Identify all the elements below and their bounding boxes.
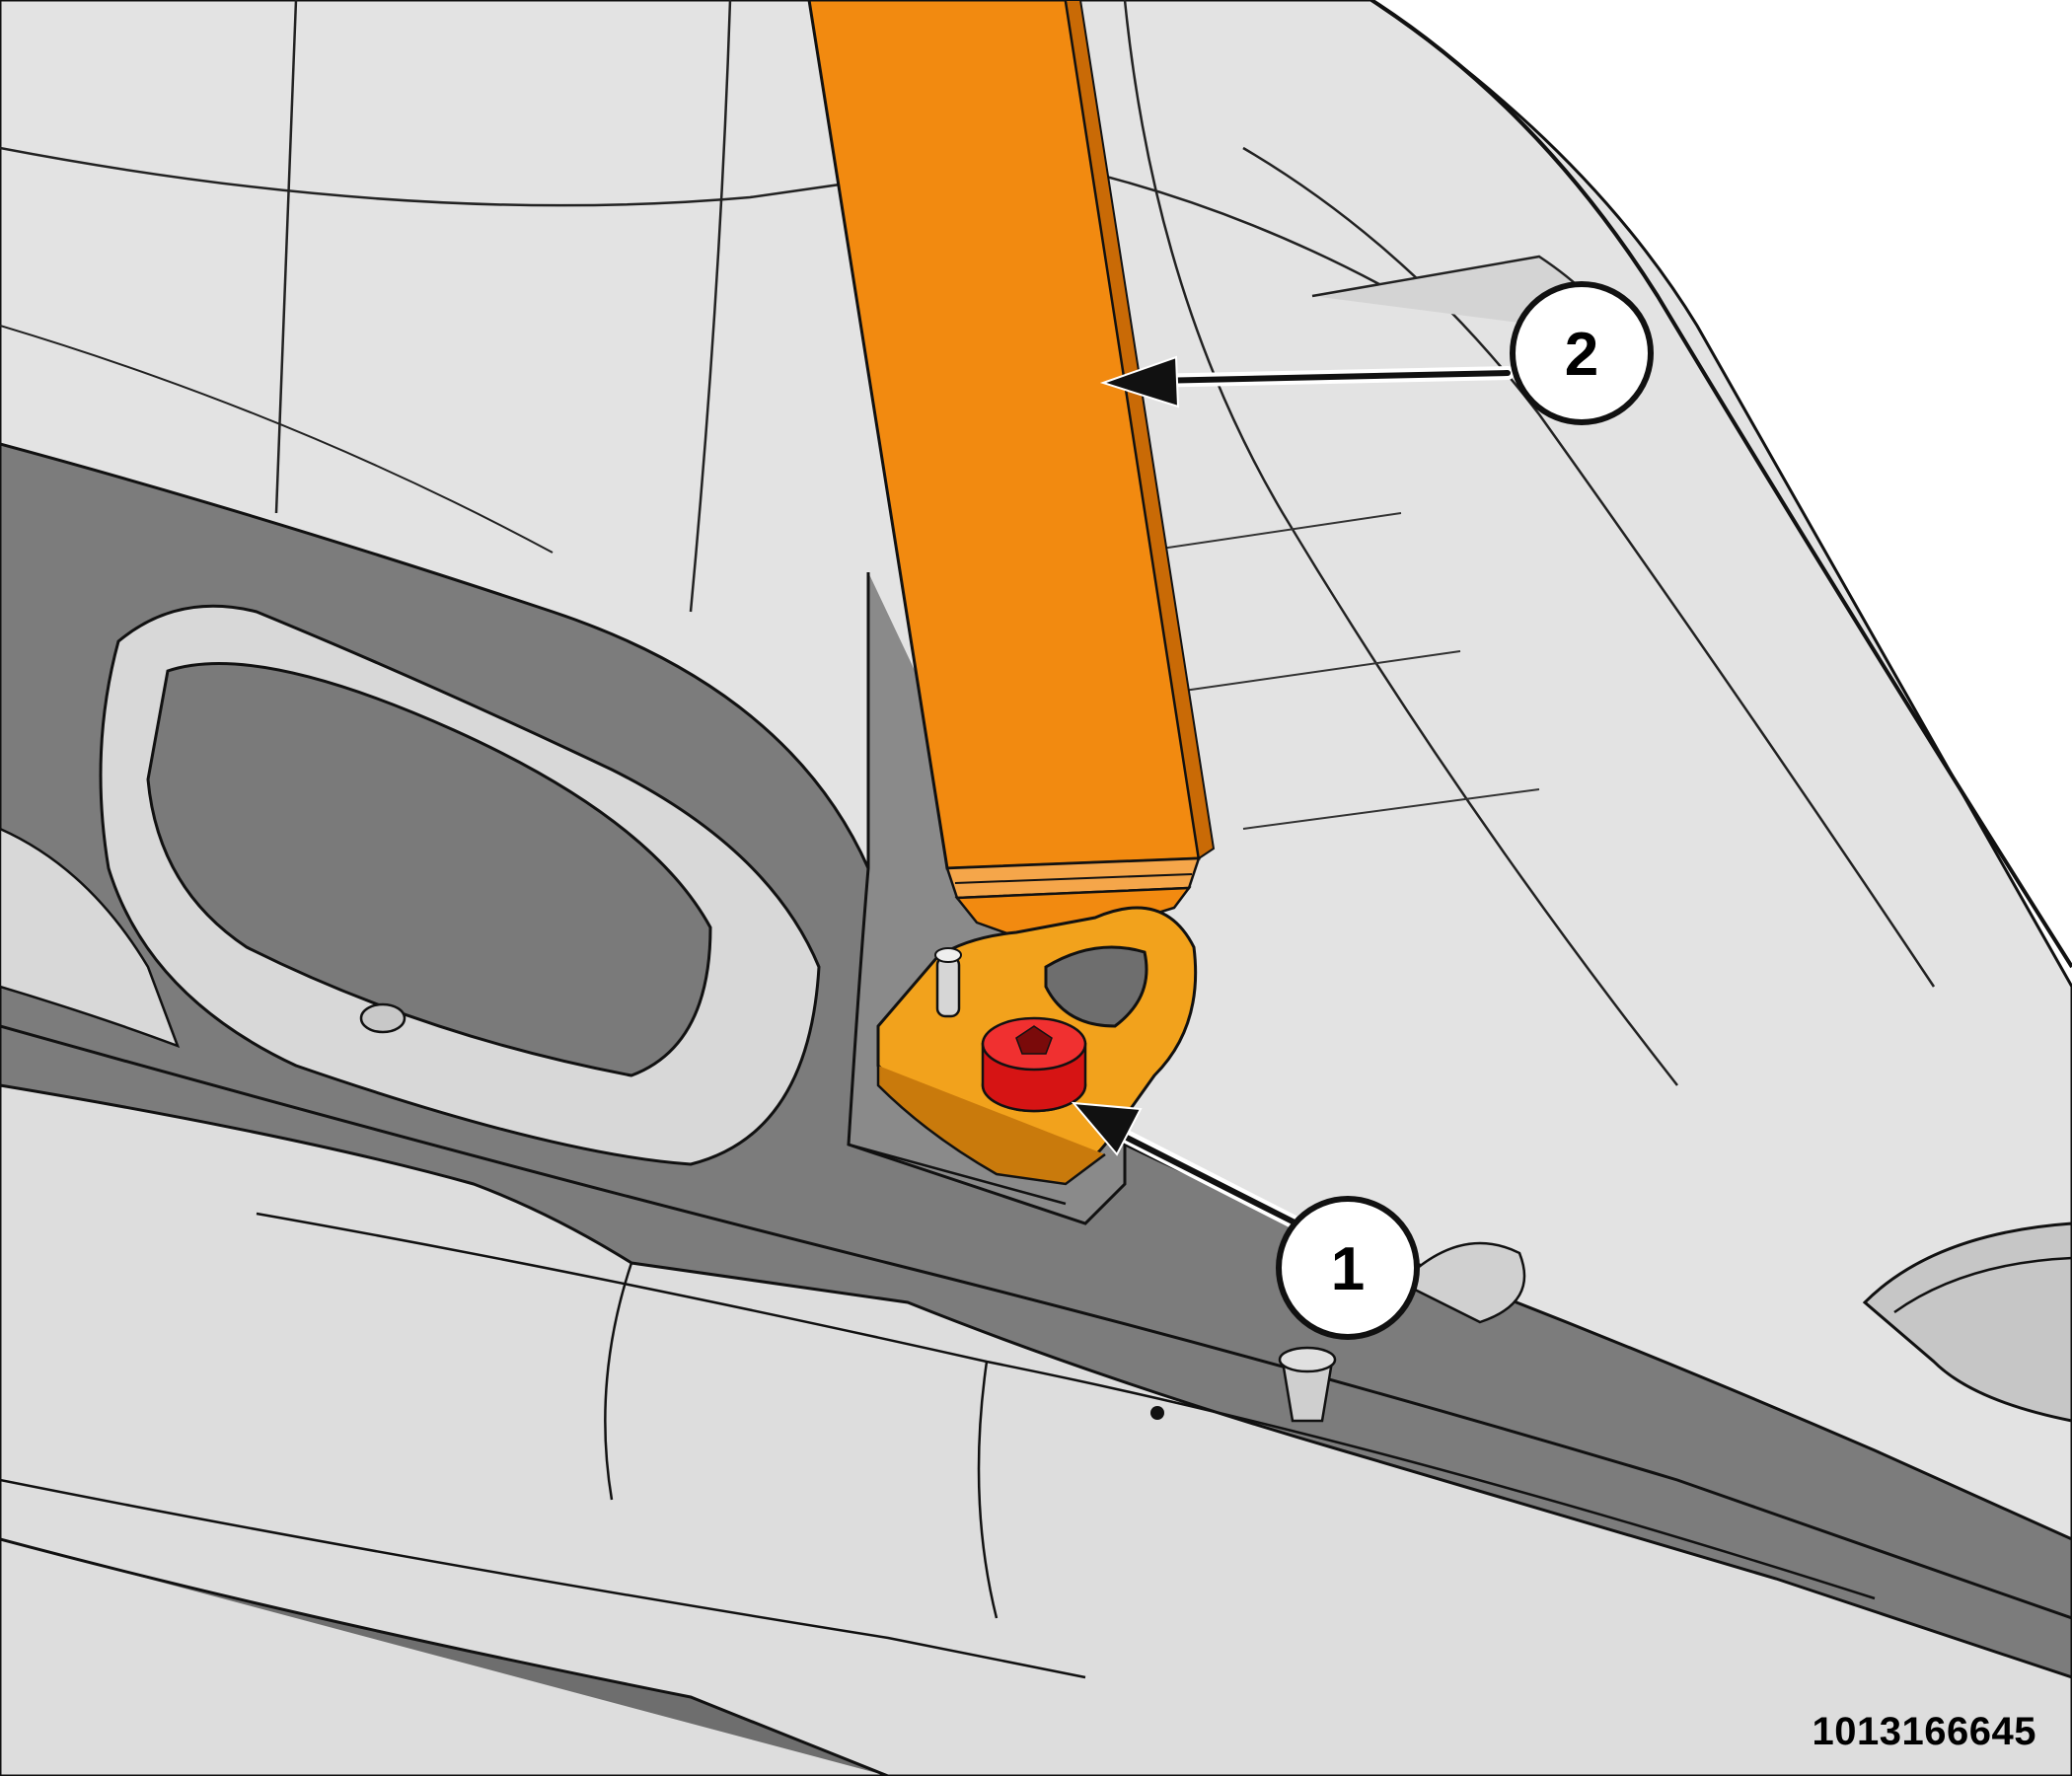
callout-1-number: 1 [1331, 1235, 1365, 1303]
trim-stud [1278, 1241, 1526, 1423]
callout-1: 1 [1276, 1196, 1420, 1340]
figure-id: 1013166645 [1812, 1710, 2036, 1753]
callout-2-leader [1099, 355, 1515, 408]
left-trim-bump [0, 604, 821, 1166]
callout-2: 2 [1510, 281, 1654, 425]
callout-1-leader [1071, 1101, 1307, 1232]
callout-2-number: 2 [1565, 321, 1598, 389]
anchor-bolt [981, 1016, 1087, 1113]
sill-molding [0, 1083, 2072, 1776]
